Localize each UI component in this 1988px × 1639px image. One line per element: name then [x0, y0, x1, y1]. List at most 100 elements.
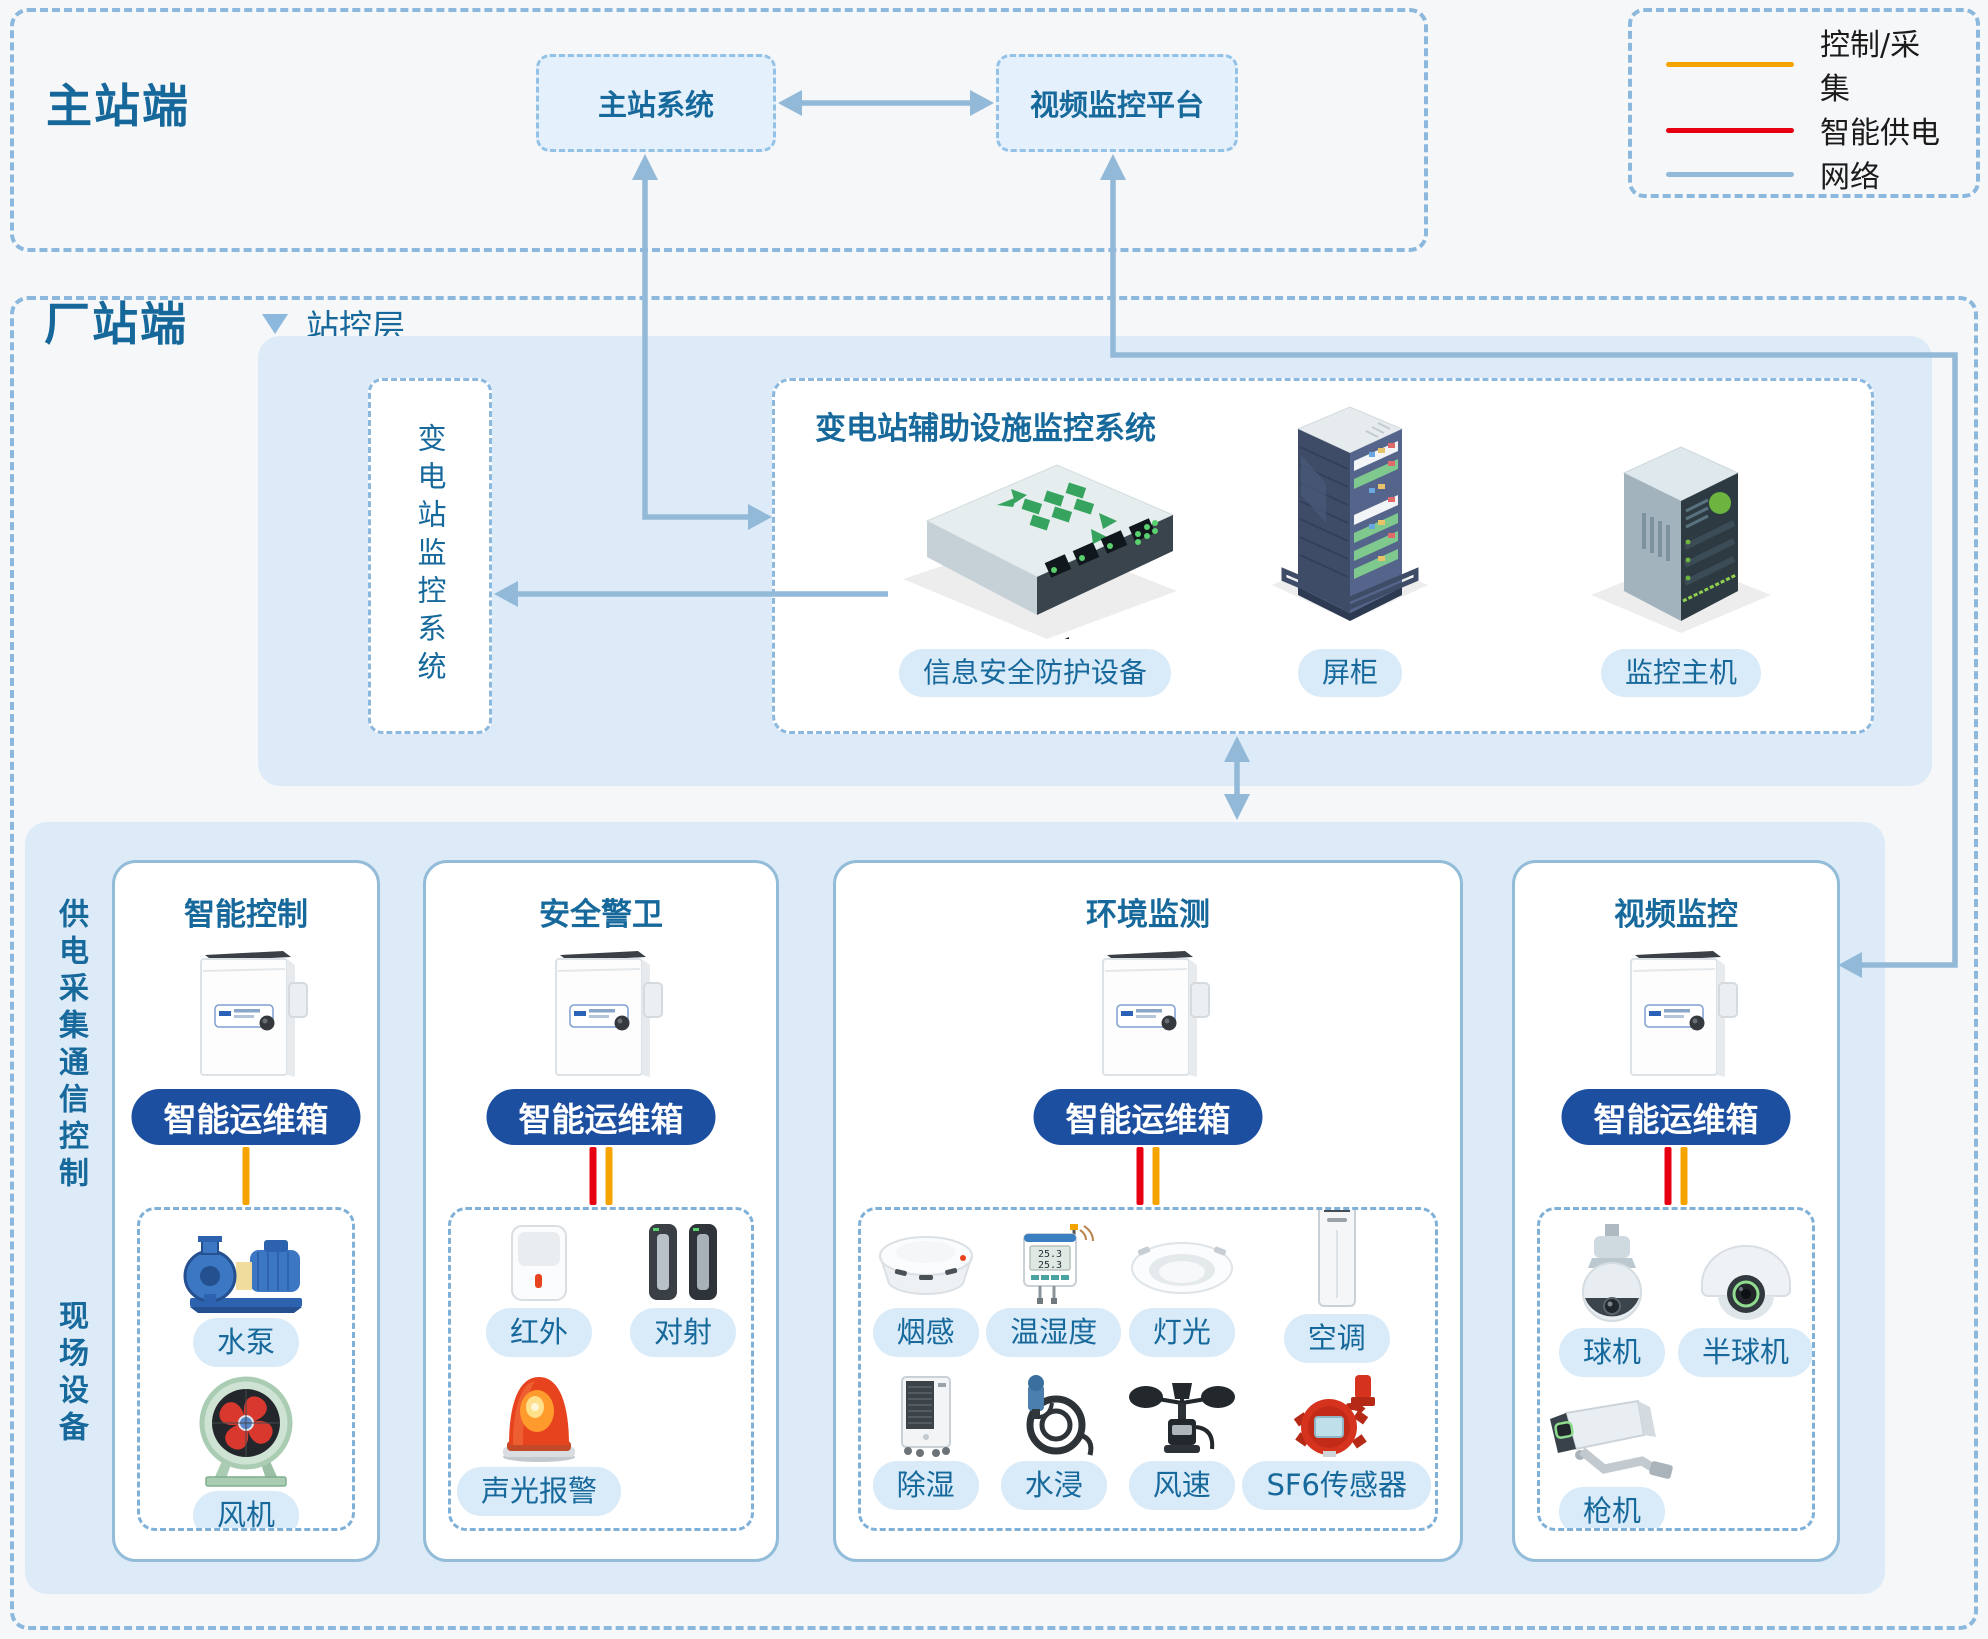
sound-light-alarm-icon [487, 1367, 591, 1463]
wind-cell: 风速 [1121, 1371, 1242, 1510]
power-line-swatch [1666, 127, 1794, 133]
anemometer-icon [1124, 1371, 1240, 1457]
pump-cell: 水泵 [176, 1222, 316, 1367]
video-platform-node: 视频监控平台 [996, 54, 1238, 152]
ops-cabinet-icon [426, 943, 776, 1083]
column-security: 安全警卫 智能运维箱 [423, 860, 779, 1562]
smoke-cell: 烟感 [865, 1220, 986, 1363]
column-video: 视频监控 智能运维箱 [1512, 860, 1840, 1562]
infrared-detector-icon [502, 1220, 576, 1304]
beam-cell: 对射 [621, 1220, 745, 1357]
control-wire [242, 1147, 250, 1205]
column2-device-box: 红外 对射 [448, 1207, 754, 1531]
rack-pill: 屏柜 [1297, 649, 1402, 697]
temp-humidity-icon: 25.3 25.3 [1012, 1220, 1096, 1304]
legend-label-control: 控制/采集 [1820, 28, 1921, 107]
light-pill: 灯光 [1128, 1308, 1235, 1357]
downlight-icon [1124, 1220, 1240, 1304]
ops-cabinet-icon [115, 943, 377, 1083]
column4-device-box: 球机 半球机 [1537, 1207, 1815, 1531]
fan-icon [184, 1375, 308, 1487]
infrared-pill: 红外 [486, 1308, 593, 1357]
column3-title: 环境监测 [1086, 897, 1210, 933]
fan-pill: 风机 [192, 1490, 299, 1528]
power-wire [1664, 1147, 1672, 1205]
bullet-camera-icon [1546, 1387, 1678, 1483]
svg-text:25.3: 25.3 [1038, 1260, 1062, 1271]
rack-group: 屏柜 [1230, 406, 1470, 697]
water-pump-icon [176, 1222, 316, 1314]
fan-cell: 风机 [184, 1375, 308, 1528]
pump-pill: 水泵 [192, 1318, 299, 1367]
dehumidifier-icon [890, 1371, 962, 1457]
beam-sensor-icon [637, 1220, 729, 1304]
master-station-title: 主站端 [46, 79, 190, 133]
legend-label-network: 网络 [1820, 160, 1880, 195]
column2-title: 安全警卫 [539, 897, 663, 933]
column3-wires [1136, 1147, 1160, 1205]
wind-speed-pill: 风速 [1128, 1460, 1235, 1510]
firewall-device-pill: 信息安全防护设备 [898, 649, 1171, 697]
air-conditioner-icon [1311, 1210, 1363, 1310]
ops-box-pill-1: 智能运维箱 [131, 1089, 361, 1145]
temp-humidity-pill: 温湿度 [986, 1308, 1122, 1357]
dome-cell: 半球机 [1678, 1220, 1812, 1377]
svg-text:25.3: 25.3 [1038, 1249, 1062, 1260]
column-environment: 环境监测 智能运维箱 [833, 860, 1463, 1562]
triangle-marker-icon [262, 314, 288, 334]
column4-wires [1664, 1147, 1688, 1205]
monitor-host-pill: 监控主机 [1600, 649, 1761, 697]
column-smart-control: 智能控制 智能运维箱 [112, 860, 380, 1562]
column1-device-box: 水泵 [137, 1207, 355, 1531]
ops-cabinet-icon [836, 943, 1460, 1083]
master-system-label: 主站系统 [597, 88, 714, 122]
sf6-cell: SF6传感器 [1242, 1371, 1431, 1510]
water-sensor-cell: 水浸 [986, 1371, 1121, 1510]
dome-camera-icon [1688, 1220, 1804, 1324]
control-line-swatch [1666, 61, 1794, 67]
plant-station-title: 厂站端 [44, 297, 188, 351]
bullet-cell: 枪机 [1546, 1387, 1678, 1528]
ops-box-pill-3: 智能运维箱 [1033, 1089, 1263, 1145]
column2-wires [589, 1147, 613, 1205]
control-wire [605, 1147, 613, 1205]
aux-monitoring-system-box: 变电站辅助设施监控系统 [772, 378, 1874, 734]
substation-monitoring-label: 变电站监控系统 [413, 423, 447, 689]
legend-row-control: 控制/采集 [1666, 20, 1942, 108]
alarm-pill: 声光报警 [457, 1466, 622, 1516]
light-cell: 灯光 [1121, 1220, 1242, 1363]
monitor-host-icon [1586, 429, 1776, 643]
ac-cell: 空调 [1242, 1210, 1431, 1363]
column1-wires [242, 1147, 250, 1205]
ops-box-pill-4: 智能运维箱 [1561, 1089, 1791, 1145]
ptz-pill: 球机 [1558, 1328, 1665, 1377]
water-immersion-pill: 水浸 [1000, 1460, 1107, 1510]
infrared-cell: 红外 [457, 1220, 621, 1357]
power-comm-side-label: 供电采集通信控制 [53, 898, 88, 1194]
alarm-cell: 声光报警 [457, 1367, 622, 1516]
legend-row-power: 智能供电 [1666, 108, 1942, 152]
dehumidifier-cell: 除湿 [865, 1371, 986, 1510]
field-devices-side-label: 现场设备 [53, 1300, 88, 1448]
control-wire [1680, 1147, 1688, 1205]
water-immersion-icon [1006, 1371, 1102, 1457]
ops-box-pill-2: 智能运维箱 [486, 1089, 716, 1145]
monitor-host-group: 监控主机 [1541, 446, 1821, 697]
video-platform-label: 视频监控平台 [1029, 88, 1204, 122]
power-wire [589, 1147, 597, 1205]
server-rack-icon [1268, 403, 1432, 643]
sf6-sensor-icon [1281, 1371, 1393, 1457]
ptz-dome-camera-icon [1566, 1220, 1658, 1324]
ops-cabinet-icon [1515, 943, 1837, 1083]
firewall-switch-icon [885, 443, 1185, 667]
aux-system-title: 变电站辅助设施监控系统 [815, 411, 1156, 447]
temp-humidity-cell: 25.3 25.3 温湿度 [986, 1220, 1122, 1363]
master-system-node: 主站系统 [536, 54, 776, 152]
security-device-group: 信息安全防护设备 [855, 447, 1215, 697]
bullet-pill: 枪机 [1558, 1486, 1665, 1528]
smoke-detector-icon [871, 1220, 981, 1304]
column1-title: 智能控制 [184, 897, 308, 933]
power-wire [1136, 1147, 1144, 1205]
dome-pill: 半球机 [1678, 1328, 1812, 1377]
